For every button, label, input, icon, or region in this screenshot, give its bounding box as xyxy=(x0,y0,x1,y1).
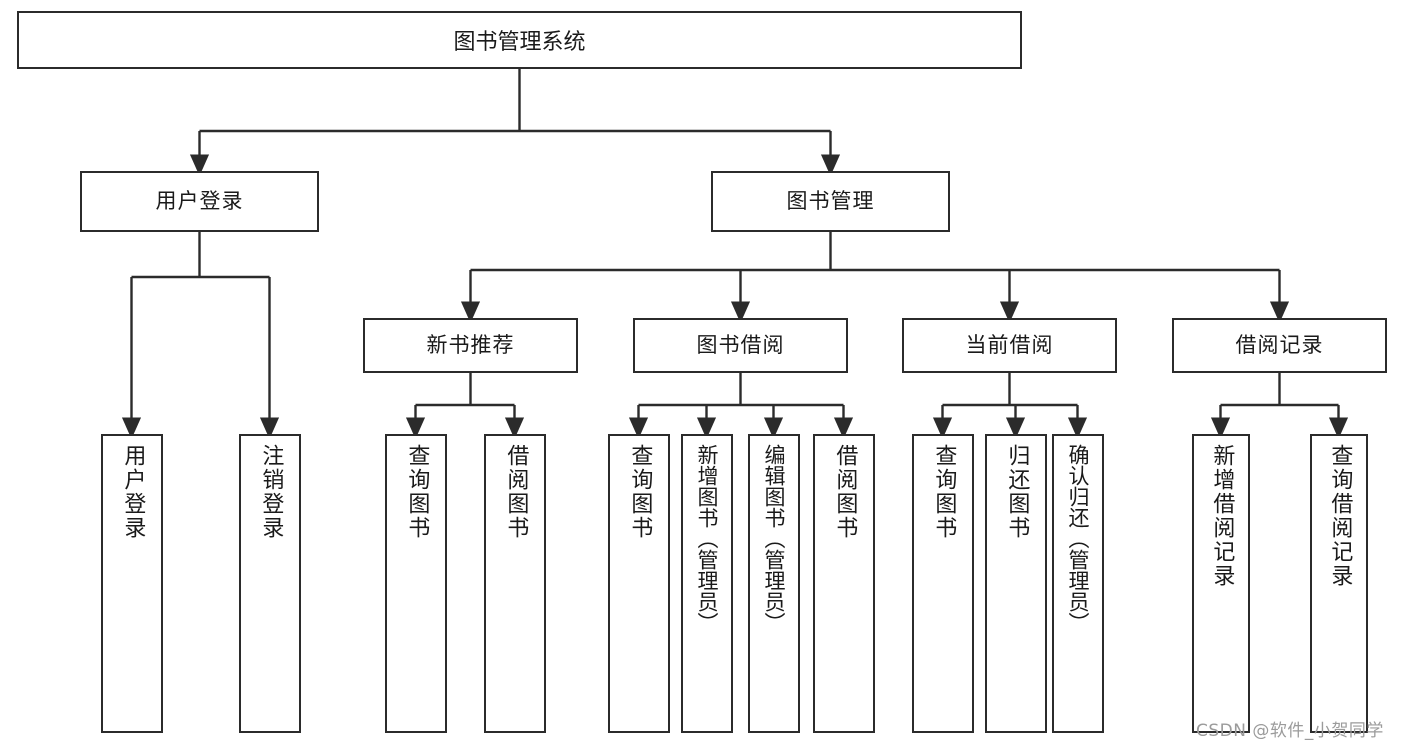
node-leaf-query-book-1[interactable]: 查询图书 xyxy=(385,434,447,733)
node-book-manage[interactable]: 图书管理 xyxy=(711,171,950,232)
node-current-borrow[interactable]: 当前借阅 xyxy=(902,318,1117,373)
node-current-borrow-label: 当前借阅 xyxy=(965,332,1054,357)
node-leaf-logout-login[interactable]: 注销登录 xyxy=(239,434,301,733)
node-leaf-logout-login-label: 注销登录 xyxy=(258,444,284,540)
node-leaf-add-book-admin[interactable]: 新增图书（管理员） xyxy=(681,434,733,733)
node-leaf-user-login-label: 用户登录 xyxy=(120,444,146,540)
csdn-watermark: CSDN @软件_小贺同学 xyxy=(1196,721,1384,741)
node-leaf-query-book-1-label: 查询图书 xyxy=(404,444,430,540)
node-leaf-return-book[interactable]: 归还图书 xyxy=(985,434,1047,733)
node-leaf-user-login[interactable]: 用户登录 xyxy=(101,434,163,733)
node-leaf-borrow-book-1[interactable]: 借阅图书 xyxy=(484,434,546,733)
node-leaf-query-book-3[interactable]: 查询图书 xyxy=(912,434,974,733)
node-leaf-query-book-2[interactable]: 查询图书 xyxy=(608,434,670,733)
node-leaf-query-borrow-record[interactable]: 查询借阅记录 xyxy=(1310,434,1368,733)
node-borrow-record-label: 借阅记录 xyxy=(1235,332,1324,357)
node-leaf-query-borrow-record-label: 查询借阅记录 xyxy=(1327,444,1353,588)
node-new-book-recommend[interactable]: 新书推荐 xyxy=(363,318,578,373)
node-leaf-add-borrow-record[interactable]: 新增借阅记录 xyxy=(1192,434,1250,733)
node-borrow-record[interactable]: 借阅记录 xyxy=(1172,318,1387,373)
node-book-borrow[interactable]: 图书借阅 xyxy=(633,318,848,373)
node-leaf-add-borrow-record-label: 新增借阅记录 xyxy=(1209,444,1235,588)
node-leaf-edit-book-admin-label: 编辑图书（管理员） xyxy=(762,444,787,633)
node-leaf-add-book-admin-label: 新增图书（管理员） xyxy=(695,444,720,633)
node-leaf-confirm-return-admin-label: 确认归还（管理员） xyxy=(1066,444,1091,633)
node-leaf-return-book-label: 归还图书 xyxy=(1004,444,1030,540)
node-leaf-query-book-3-label: 查询图书 xyxy=(931,444,957,540)
node-book-borrow-label: 图书借阅 xyxy=(696,332,785,357)
node-user-login[interactable]: 用户登录 xyxy=(80,171,319,232)
node-leaf-borrow-book-2[interactable]: 借阅图书 xyxy=(813,434,875,733)
node-leaf-confirm-return-admin[interactable]: 确认归还（管理员） xyxy=(1052,434,1104,733)
node-leaf-query-book-2-label: 查询图书 xyxy=(627,444,653,540)
node-root-system[interactable]: 图书管理系统 xyxy=(17,11,1022,69)
node-leaf-borrow-book-2-label: 借阅图书 xyxy=(832,444,858,540)
node-new-book-recommend-label: 新书推荐 xyxy=(426,332,515,357)
node-book-manage-label: 图书管理 xyxy=(786,188,875,213)
node-user-login-label: 用户登录 xyxy=(155,188,244,213)
node-root-label: 图书管理系统 xyxy=(453,30,586,55)
node-leaf-edit-book-admin[interactable]: 编辑图书（管理员） xyxy=(748,434,800,733)
node-leaf-borrow-book-1-label: 借阅图书 xyxy=(503,444,529,540)
